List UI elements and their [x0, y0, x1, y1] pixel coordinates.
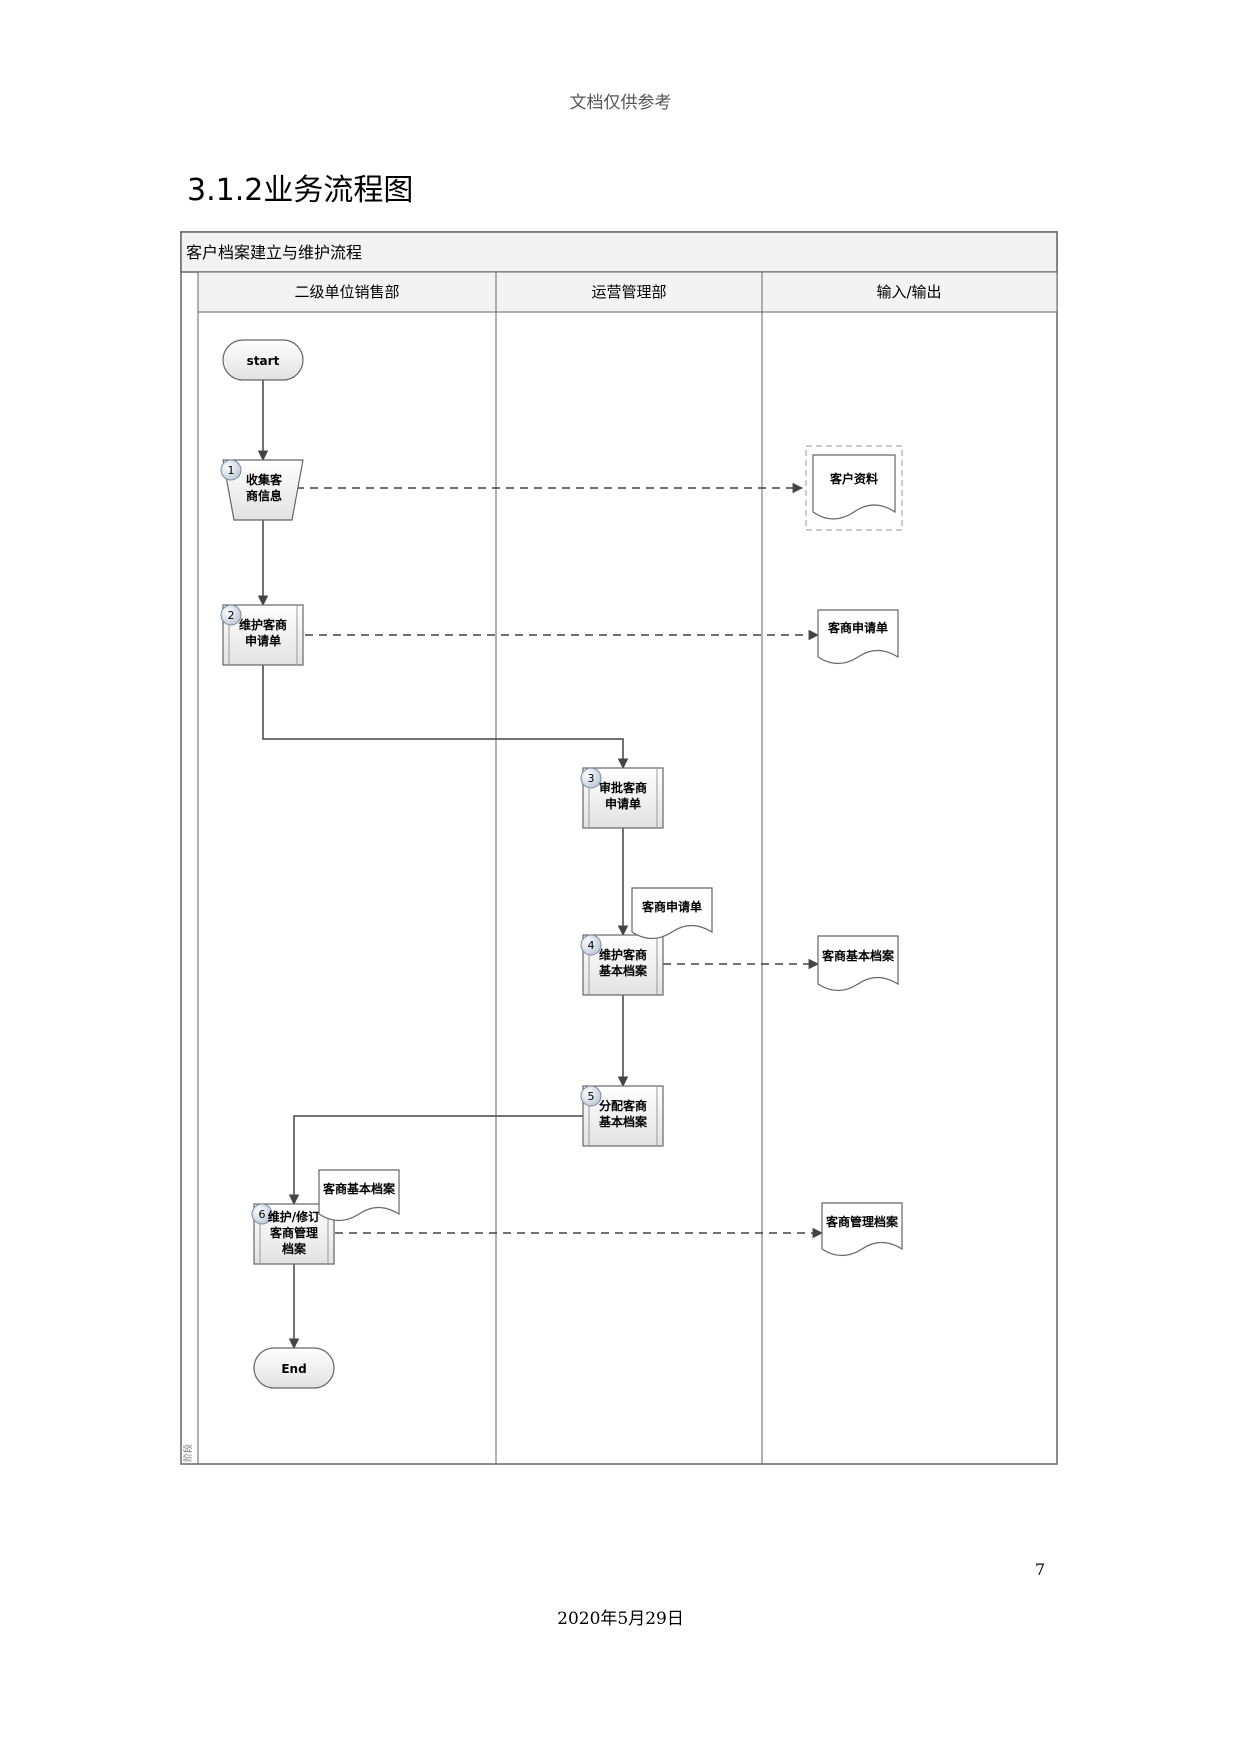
- start-label: start: [247, 354, 280, 368]
- document-customer-info-label: 客户资料: [829, 471, 878, 486]
- step-3-label-line1: 审批客商: [599, 780, 647, 795]
- step-1-label-line1: 收集客: [246, 472, 283, 487]
- step-5-badge: [580, 1085, 602, 1107]
- phase-side-label: 阶段: [182, 1444, 194, 1462]
- document-customer-info-shape: [812, 454, 896, 520]
- step-3-label-line2: 申请单: [605, 796, 641, 811]
- step-4-number: 4: [588, 939, 595, 952]
- step-6-number: 6: [259, 1208, 266, 1221]
- section-title: 3.1.2业务流程图: [187, 173, 414, 208]
- document-application-out-label: 客商申请单: [827, 620, 888, 635]
- diagram-title: 客户档案建立与维护流程: [186, 243, 362, 262]
- page-number: 7: [1035, 1560, 1046, 1579]
- lane-header-sales: 二级单位销售部: [294, 283, 399, 301]
- step-1-label-line2: 商信息: [246, 488, 282, 503]
- document-customer-info: 客户资料: [805, 445, 903, 531]
- document-application-out-shape: [817, 609, 899, 665]
- page-header-note: 文档仅供参考: [569, 93, 672, 113]
- step-6-badge: [251, 1203, 273, 1225]
- step-2-maintain-application: 2 维护客商 申请单: [220, 604, 304, 666]
- step-2-number: 2: [228, 609, 235, 622]
- flow-connectors: [257, 380, 629, 1350]
- step-3-badge: [580, 767, 602, 789]
- footer-date: 2020年5月29日: [557, 1609, 684, 1629]
- lane-header-io: 输入/输出: [876, 283, 941, 301]
- step-1-badge: [220, 459, 242, 481]
- step-2-label-line2: 申请单: [245, 633, 281, 648]
- diagram-title-bar: [180, 231, 1058, 273]
- step-5-label-line1: 分配客商: [599, 1098, 647, 1113]
- document-basic-archive-out-label: 客商基本档案: [821, 948, 895, 963]
- step-4-badge: [580, 934, 602, 956]
- start-terminal: [222, 339, 304, 381]
- step-3-number: 3: [588, 772, 595, 785]
- document-application-in-shape: [631, 887, 713, 940]
- end-label: End: [281, 1362, 306, 1376]
- end-terminal: [253, 1347, 335, 1389]
- document-management-archive-out-label: 客商管理档案: [825, 1214, 899, 1229]
- step-1-collect-info: 1 收集客 商信息: [220, 459, 304, 521]
- document-basic-archive-out-shape: [817, 935, 899, 992]
- document-basic-archive-in-shape: [318, 1169, 400, 1222]
- document-application-in: 客商申请单: [631, 887, 713, 940]
- step-6-label-line1: 维护/修订: [268, 1209, 320, 1224]
- step-2-label-line1: 维护客商: [239, 617, 287, 632]
- step-4-label-line2: 基本档案: [598, 963, 648, 978]
- lane-header-row: [197, 271, 1058, 313]
- document-application-in-label: 客商申请单: [641, 899, 702, 914]
- step-4-label-line1: 维护客商: [599, 947, 647, 962]
- step-5-number: 5: [588, 1090, 595, 1103]
- step-5-label-line2: 基本档案: [598, 1114, 648, 1129]
- step-1-shape: [222, 459, 304, 521]
- diagram-frame: [180, 231, 1058, 1465]
- lane-header-operations: 运营管理部: [591, 283, 666, 301]
- step-1-number: 1: [228, 464, 235, 477]
- output-connectors: [296, 482, 824, 1239]
- step-4-maintain-basic-archive: 4 维护客商 基本档案: [580, 934, 664, 996]
- document-basic-archive-in: 客商基本档案: [318, 1169, 400, 1222]
- connector-5-to-6: [288, 1115, 585, 1206]
- step-2-badge: [220, 604, 242, 626]
- step-6-label-line3: 档案: [282, 1241, 307, 1256]
- step-5-assign-basic-archive: 5 分配客商 基本档案: [580, 1085, 664, 1147]
- document-application-out: 客商申请单: [817, 609, 899, 665]
- document-basic-archive-in-label: 客商基本档案: [322, 1181, 396, 1196]
- connector-2-to-3: [262, 665, 629, 770]
- document-basic-archive-out: 客商基本档案: [817, 935, 899, 992]
- document-management-archive-out-shape: [821, 1202, 903, 1257]
- step-3-approve-application: 3 审批客商 申请单: [580, 767, 664, 829]
- document-management-archive-out: 客商管理档案: [821, 1202, 903, 1257]
- step-6-label-line2: 客商管理: [269, 1225, 318, 1240]
